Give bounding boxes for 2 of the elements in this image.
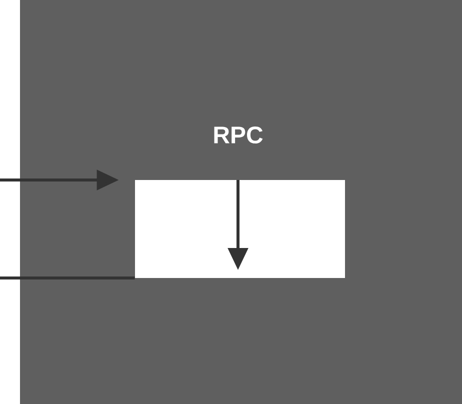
process-box xyxy=(135,180,345,278)
heading: RPC xyxy=(214,126,263,144)
